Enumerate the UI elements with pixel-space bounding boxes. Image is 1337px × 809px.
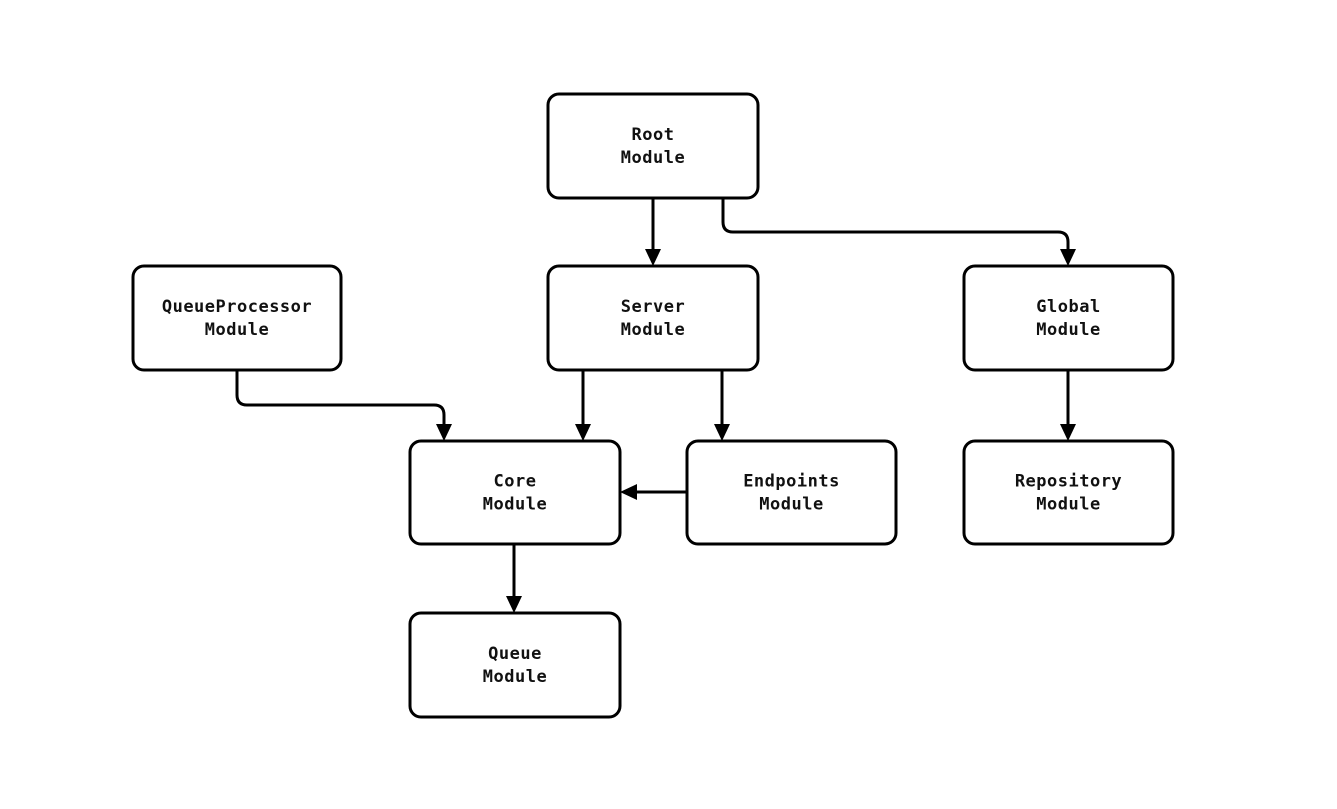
node-box[interactable] — [408, 611, 622, 719]
node-layer: RootModuleQueueProcessorModuleServerModu… — [131, 92, 1175, 719]
node-label-line1: Repository — [1015, 472, 1122, 492]
node-label-line1: Root — [632, 125, 675, 145]
node-label-line1: Endpoints — [743, 472, 840, 492]
edge-queueprocessor-to-core — [235, 370, 452, 441]
node-box[interactable] — [962, 264, 1175, 372]
node-box[interactable] — [546, 264, 760, 372]
node-label-line2: Module — [621, 320, 685, 340]
node-label-line1: Server — [621, 297, 685, 317]
arrowhead-icon — [714, 424, 730, 441]
node-label-line2: Module — [205, 320, 269, 340]
node-box[interactable] — [685, 439, 898, 546]
edge-layer — [235, 198, 1076, 613]
node-box[interactable] — [408, 439, 622, 546]
edge-server-to-endpoints — [714, 370, 730, 441]
node-label-line1: Global — [1036, 297, 1100, 317]
node-label-line2: Module — [1036, 495, 1100, 515]
arrowhead-icon — [506, 596, 522, 613]
edge-line — [721, 198, 1070, 255]
edge-core-to-queue — [506, 544, 522, 613]
edge-server-to-core — [575, 370, 591, 441]
arrowhead-icon — [575, 424, 591, 441]
arrowhead-icon — [620, 484, 637, 500]
edge-line — [235, 370, 446, 430]
edge-root-to-global — [721, 198, 1076, 266]
node-label-line2: Module — [1036, 320, 1100, 340]
node-label-line2: Module — [483, 667, 547, 687]
node-label-line2: Module — [621, 148, 685, 168]
node-box[interactable] — [546, 92, 760, 200]
arrowhead-icon — [1060, 424, 1076, 441]
arrowhead-icon — [436, 424, 452, 441]
edge-root-to-server — [645, 198, 661, 266]
node-label-line1: Queue — [488, 644, 542, 664]
arrowhead-icon — [1060, 249, 1076, 266]
edge-endpoints-to-core — [620, 484, 687, 500]
node-label-line1: QueueProcessor — [162, 297, 312, 317]
arrowhead-icon — [645, 249, 661, 266]
node-label-line2: Module — [759, 495, 823, 515]
node-label-line2: Module — [483, 495, 547, 515]
node-box[interactable] — [131, 264, 343, 372]
node-label-line1: Core — [494, 472, 537, 492]
edge-global-to-repository — [1060, 370, 1076, 441]
node-box[interactable] — [962, 439, 1175, 546]
